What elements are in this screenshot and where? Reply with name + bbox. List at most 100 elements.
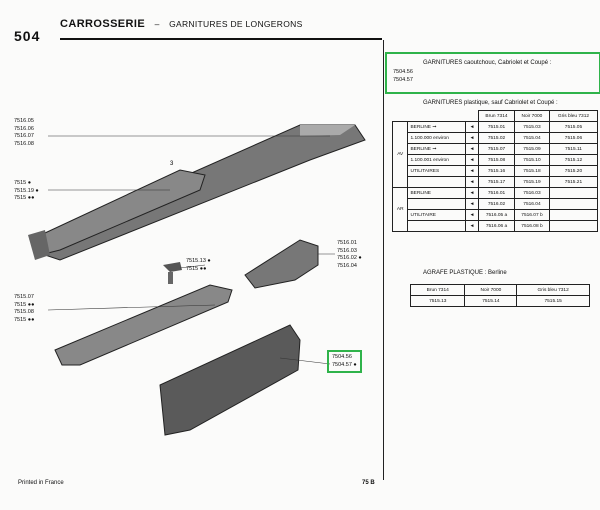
row-label [407, 220, 467, 232]
refs-group-6-highlight: 7504.56 7504.57 ● [327, 350, 362, 373]
ref-item: 7504.56 [393, 69, 413, 75]
table-cell: 7516.06 a [477, 220, 515, 232]
table-cell: 7515.05 [548, 121, 599, 133]
row-label: 1.100.001 environ [407, 154, 467, 166]
table-cell: 7515.11 [548, 143, 599, 155]
leader-lines [47, 135, 335, 365]
table-cell: 7516.05 a [477, 209, 515, 221]
header-cell: Noir 7000 [513, 110, 550, 122]
ref-item: 7516.05 [14, 118, 34, 124]
section-title: CARROSSERIE [60, 18, 146, 30]
header-cell: Brun 7314 [409, 284, 466, 296]
table-cell: 7515.10 [513, 154, 550, 166]
ref-item: 7516.01 [337, 240, 357, 246]
table-cell: 7515.19 [513, 176, 550, 188]
table-cell: 7516.04 [513, 198, 550, 210]
ref-item: 7515 ●● [14, 316, 35, 323]
table-cell [548, 209, 599, 221]
row-label: UTILITAIRES [407, 165, 467, 177]
row-label: UTILITAIRE [407, 209, 467, 221]
table-cell: 7515.18 [513, 165, 550, 177]
table-cell [548, 187, 599, 199]
page-title: CARROSSERIE – GARNITURES DE LONGERONS [60, 18, 303, 30]
refs-group-5: 7515.07 7515 ●● 7515.08 7515 ●● [14, 294, 34, 324]
sill-trim-middle-part [28, 169, 206, 260]
refs-group-4: 7516.01 7516.03 7516.02 ● 7516.04 [337, 240, 362, 270]
ref-item: 7515.13 ● [186, 258, 211, 264]
rubber-sill-trim [159, 324, 301, 436]
ref-item: 7515.19 ● [14, 187, 39, 194]
table-cell: 7515.04 [513, 132, 550, 144]
ref-item: 7504.56 [332, 354, 352, 360]
table-cell: 7515.08 [477, 154, 515, 166]
plastic-clip [163, 262, 182, 284]
table-cell: 7515.02 [477, 132, 515, 144]
rubber-trim-box: GARNITURES caoutchouc, Cabriolet et Coup… [385, 52, 600, 94]
ref-item: 7515.08 [14, 309, 34, 315]
header-cell: Noir 7000 [464, 284, 518, 296]
table-cell: 7516.03 [513, 187, 550, 199]
ref-item: 7515 ●● [186, 265, 207, 272]
table-cell: 7516.08 b [513, 220, 550, 232]
printed-note: Printed in France [18, 480, 64, 486]
table-cell: 7516.07 b [513, 209, 550, 221]
section-subtitle: GARNITURES DE LONGERONS [169, 19, 303, 29]
table-cell: 7515.12 [548, 154, 599, 166]
row-label: BERLINE ➞ [407, 143, 467, 155]
table-cell: 7515.07 [477, 143, 515, 155]
clip-section-title: AGRAFE PLASTIQUE : Berline [423, 270, 507, 276]
row-label: BERLINE [407, 187, 467, 199]
parts-diagram: 3 [28, 124, 366, 436]
table-cell: 7515.01 [477, 121, 515, 133]
ref-item: 7516.06 [14, 125, 34, 132]
row-label [407, 198, 467, 210]
ref-item: 7515 ●● [14, 301, 35, 308]
rubber-box-title: GARNITURES caoutchouc, Cabriolet et Coup… [423, 60, 552, 66]
table-cell: 7515.14 [464, 295, 518, 307]
plastic-trim-table: Brun 7314 Noir 7000 Gris bleu 7312 AV BE… [391, 110, 599, 232]
diagram-mark: 3 [170, 161, 174, 167]
ref-item: 7515 ● [14, 180, 32, 186]
sill-trim-front-part [39, 124, 366, 261]
group-label-ar: AR [391, 187, 409, 232]
table-cell [548, 198, 599, 210]
rear-corner-trim [244, 239, 319, 289]
title-dash: – [154, 19, 160, 29]
ref-item: 7504.57 ● [332, 361, 357, 368]
plastic-section-title: GARNITURES plastique, sauf Cabriolet et … [423, 100, 558, 106]
group-label-av: AV [391, 121, 409, 188]
table-cell: 7515.15 [516, 295, 590, 307]
table-cell [548, 220, 599, 232]
row-label [407, 176, 467, 188]
header-rule [60, 38, 382, 40]
column-divider [383, 40, 384, 480]
model-number: 504 [14, 28, 41, 44]
row-label: BERLINE ➞ [407, 121, 467, 133]
row-label: 1.100.000 environ [407, 132, 467, 144]
table-cell: 7515.13 [409, 295, 466, 307]
ref-item: 7516.03 [337, 247, 357, 254]
refs-group-2: 7515 ● 7515.19 ● 7515 ●● [14, 180, 39, 203]
table-cell: 7515.20 [548, 165, 599, 177]
header-cell: Brun 7314 [477, 110, 515, 122]
refs-group-1: 7516.05 7516.06 7516.07 7516.08 [14, 118, 34, 148]
header-cell: Gris bleu 7312 [516, 284, 590, 296]
table-cell: 7515.21 [548, 176, 599, 188]
table-cell: 7515.06 [548, 132, 599, 144]
clip-table: Brun 7314 Noir 7000 Gris bleu 7312 7515.… [409, 284, 590, 307]
table-cell: 7515.17 [477, 176, 515, 188]
table-cell: 7516.02 [477, 198, 515, 210]
ref-item: 7504.57 [393, 76, 413, 83]
table-cell: 7515.03 [513, 121, 550, 133]
header-cell: Gris bleu 7312 [548, 110, 599, 122]
ref-item: 7516.02 ● [337, 255, 362, 261]
ref-item: 7516.07 [14, 133, 34, 139]
table-cell: 7516.01 [477, 187, 515, 199]
page-code: 75 B [362, 480, 375, 486]
rubber-refs: 7504.56 7504.57 [393, 69, 599, 84]
ref-item: 7516.04 [337, 262, 357, 269]
ref-item: 7515.07 [14, 294, 34, 300]
sill-trim-lower-part [54, 284, 233, 366]
refs-group-3: 7515.13 ● 7515 ●● [186, 258, 211, 273]
